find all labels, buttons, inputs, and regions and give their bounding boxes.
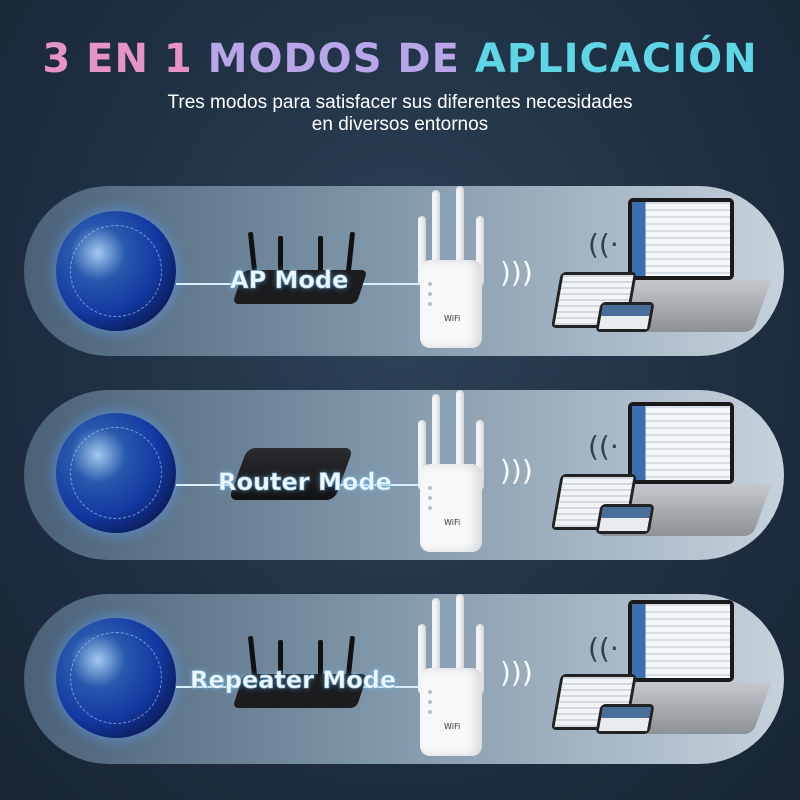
- globe-icon: [56, 211, 176, 331]
- title-part-2: MODOS DE: [207, 36, 460, 82]
- wifi-signal-icon: ))): [500, 454, 533, 487]
- phone-icon: [595, 302, 655, 332]
- phone-icon: [595, 504, 655, 534]
- wifi-signal-icon: ((·: [588, 228, 619, 261]
- laptop-icon: [628, 402, 734, 484]
- tower-router-icon: [232, 231, 368, 312]
- globe-icon: [56, 413, 176, 533]
- wifi-signal-icon: ))): [500, 256, 533, 289]
- laptop-icon: [628, 198, 734, 280]
- globe-icon: [56, 618, 176, 738]
- wifi-badge: WiFi: [444, 314, 461, 323]
- wifi-badge: WiFi: [444, 518, 461, 527]
- subtitle-line-2: en diversos entornos: [311, 114, 489, 135]
- wifi-signal-icon: ((·: [588, 430, 619, 463]
- page-subtitle: Tres modos para satisfacer sus diferente…: [0, 92, 800, 136]
- laptop-icon: [628, 600, 734, 682]
- wifi-extender-icon: WiFi: [414, 186, 494, 350]
- wifi-signal-icon: ((·: [588, 632, 619, 665]
- title-part-1: 3 EN 1: [42, 36, 193, 82]
- phone-icon: [595, 704, 655, 734]
- page-title: 3 EN 1 MODOS DE APLICACIÓN: [0, 36, 800, 82]
- tower-router-icon: [232, 635, 368, 716]
- mode-label-repeater: Repeater Mode: [190, 666, 397, 695]
- wifi-badge: WiFi: [444, 722, 461, 731]
- subtitle-line-1: Tres modos para satisfacer sus diferente…: [167, 92, 633, 113]
- mode-label-router: Router Mode: [218, 468, 392, 497]
- wifi-extender-icon: WiFi: [414, 594, 494, 758]
- wifi-extender-icon: WiFi: [414, 390, 494, 554]
- wifi-signal-icon: ))): [500, 656, 533, 689]
- title-part-3: APLICACIÓN: [474, 36, 758, 82]
- mode-label-ap: AP Mode: [230, 266, 349, 295]
